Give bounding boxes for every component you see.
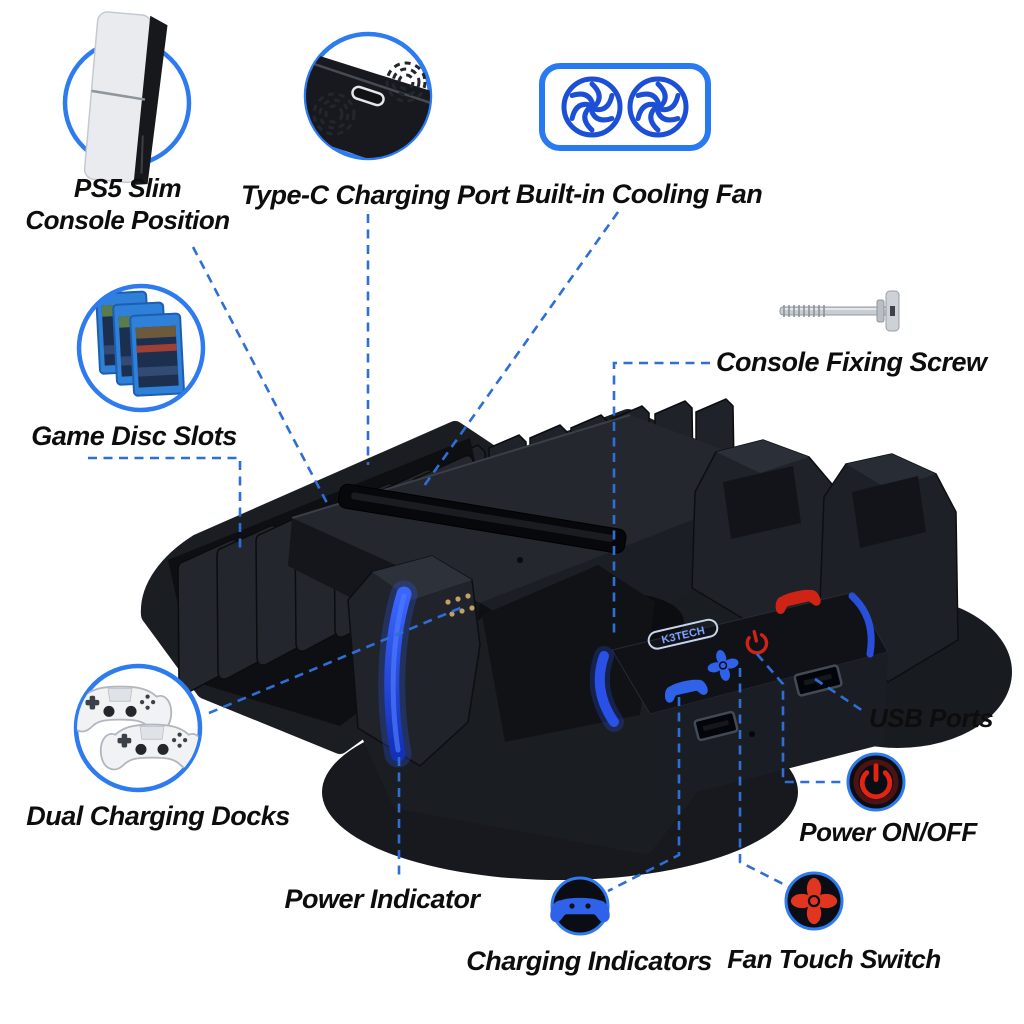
dock-cavity	[482, 565, 655, 742]
panel-led-left	[594, 651, 619, 727]
console-tray	[292, 415, 800, 603]
usb-port-1	[693, 710, 739, 742]
front-dock-tower	[347, 555, 655, 768]
line-power-on-off	[756, 653, 846, 784]
label-power-on-off: Power ON/OFF	[799, 817, 977, 847]
callout-cooling-fan-badge	[539, 63, 711, 151]
fixing-screw-image	[779, 290, 900, 332]
panel-led-right	[848, 592, 875, 658]
label-game-disc-slots: Game Disc Slots	[31, 421, 237, 451]
callout-lines	[88, 211, 864, 893]
label-charging-indicators: Charging Indicators	[466, 946, 712, 976]
label-usb-ports: USB Ports	[869, 703, 994, 733]
label-type-c-charging-port: Type-C Charging Port	[240, 180, 510, 210]
label-fan-touch-switch: Fan Touch Switch	[727, 944, 941, 974]
line-usb-ports	[814, 677, 864, 713]
callout-ps5-console	[62, 11, 192, 185]
label-dual-charging-docks: Dual Charging Docks	[26, 801, 290, 831]
line-fixing-screw	[612, 361, 710, 635]
game-disc-cases-image	[95, 290, 185, 397]
line-console-position	[191, 246, 329, 504]
label-console-position: Console Position	[25, 205, 230, 235]
callout-dual-controllers	[73, 663, 203, 793]
right-dock-tower-1	[691, 439, 842, 637]
label-power-indicator: Power Indicator	[284, 884, 480, 914]
callout-type-c-closeup	[303, 31, 433, 161]
console-slot	[337, 483, 627, 554]
line-disc-slots	[88, 456, 242, 552]
ps5-slim-console-image	[83, 11, 168, 185]
line-fan-touch-switch	[738, 668, 790, 889]
label-built-in-cooling-fan: Built-in Cooling Fan	[515, 179, 763, 209]
product-stand: K3TECH	[140, 398, 1012, 880]
label-ps5-slim: PS5 Slim	[73, 173, 182, 203]
charging-indicators-icon	[550, 876, 610, 936]
fan-touch-switch-icon	[784, 871, 844, 931]
power-on-off-icon	[846, 752, 906, 812]
callout-game-discs	[76, 283, 206, 413]
line-cooling-fan	[422, 211, 620, 487]
charging-pins	[445, 593, 475, 617]
line-charging-indicators	[607, 697, 681, 893]
label-console-fixing-screw: Console Fixing Screw	[716, 347, 987, 377]
